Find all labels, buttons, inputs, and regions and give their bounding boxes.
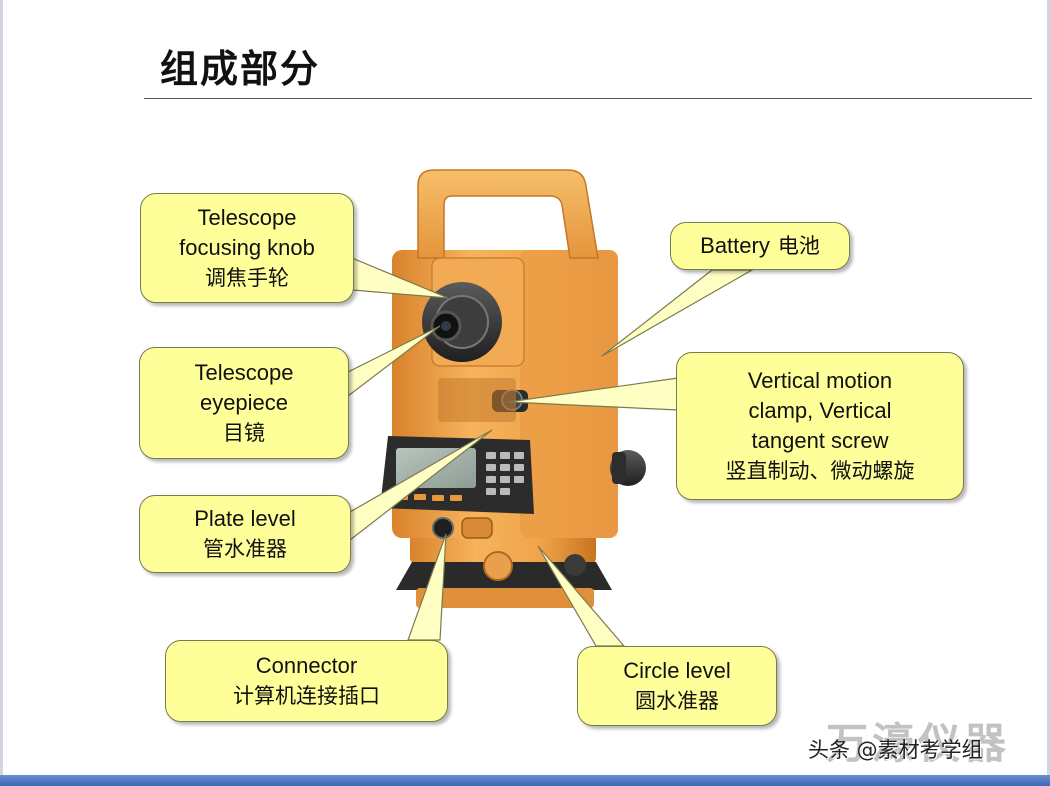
foot-screw (483, 551, 513, 581)
callout-plate-level: Plate level 管水准器 (139, 495, 351, 573)
slide-left-edge (0, 0, 3, 775)
base-bottom (416, 588, 594, 608)
circle-level-cn: 圆水准器 (635, 689, 719, 713)
foot-screw-right (564, 554, 586, 576)
watermark-text: 头条 @素材考学组 (808, 738, 983, 762)
vertical-clamp-cn: 竖直制动、微动螺旋 (725, 459, 915, 483)
focus-knob-en-line1: Telescope (197, 205, 297, 230)
vertical-clamp-en-line2: clamp, Vertical (748, 398, 892, 423)
eyepiece-en-line2: eyepiece (199, 390, 289, 415)
plate-level-en: Plate level (194, 506, 296, 531)
connector-port (432, 517, 454, 539)
callout-connector: Connector 计算机连接插口 (165, 640, 448, 722)
plate-level-cn: 管水准器 (203, 537, 287, 561)
brand-logo: 万濠仪器 (826, 719, 1011, 768)
callout-battery: Battery 电池 (670, 222, 850, 270)
eyepiece-cn: 目镜 (223, 421, 265, 445)
circle-level-en: Circle level (623, 658, 731, 683)
focus-knob-cn: 调焦手轮 (205, 266, 289, 290)
battery-en: Battery (700, 233, 770, 258)
body-window (438, 378, 516, 422)
vertical-clamp-en-line1: Vertical motion (747, 368, 893, 393)
eyepiece-en-line1: Telescope (194, 360, 294, 385)
slide-right-edge (1047, 0, 1050, 775)
slide-bottom-bar (0, 775, 1050, 786)
leader-battery (601, 269, 755, 357)
slide-title: 组成部分 (160, 47, 321, 91)
battery-label-row: Battery 电池 (700, 231, 820, 261)
callout-circle-level: Circle level 圆水准器 (577, 646, 777, 726)
carry-handle (417, 169, 599, 259)
callout-leaders (347, 257, 755, 647)
callout-telescope-focusing-knob: Telescope focusing knob 调焦手轮 (140, 193, 354, 303)
connector-housing (461, 517, 493, 539)
focus-knob-en-line2: focusing knob (179, 235, 315, 260)
connector-cn: 计算机连接插口 (233, 684, 380, 708)
battery-cn: 电池 (777, 234, 820, 258)
vertical-clamp-en-line3: tangent screw (751, 428, 889, 453)
keypad (486, 452, 524, 495)
title-divider (144, 98, 1032, 99)
callout-vertical-motion-clamp: Vertical motion clamp, Vertical tangent … (676, 352, 964, 500)
connector-en: Connector (255, 653, 358, 678)
callout-telescope-eyepiece: Telescope eyepiece 目镜 (139, 347, 349, 459)
